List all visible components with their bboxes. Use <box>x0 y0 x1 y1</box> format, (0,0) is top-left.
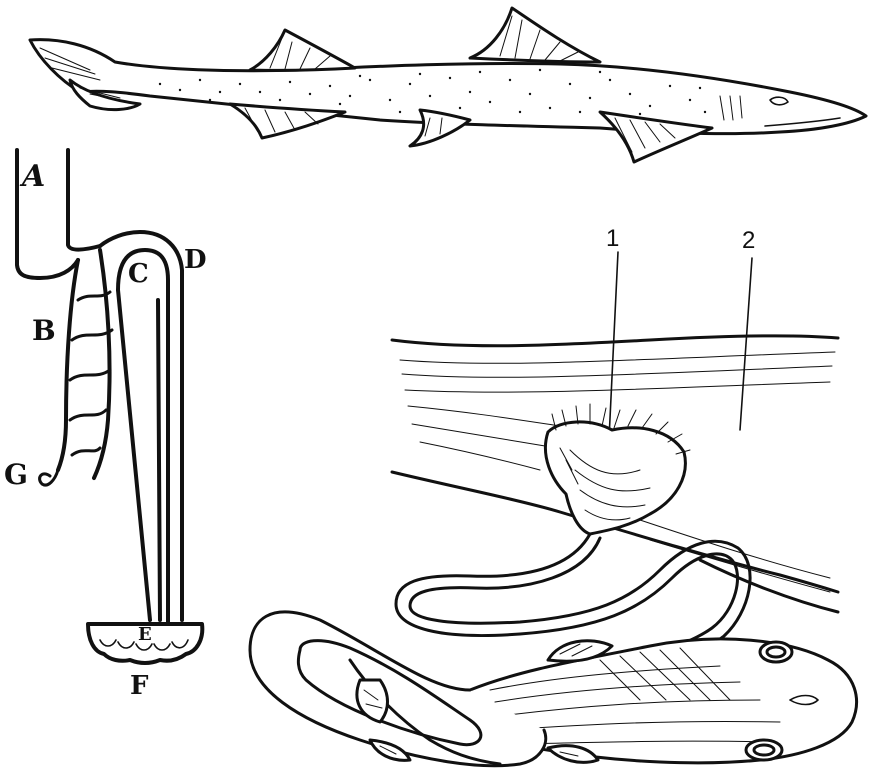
capsule-horn-lower <box>746 740 782 760</box>
seaweed-attachment-illustration: 1 2 <box>250 225 857 766</box>
oviduct-right-wall <box>68 150 100 250</box>
label-c: C <box>128 259 149 289</box>
stalk-right-edge <box>158 300 160 620</box>
label-a: A <box>19 159 45 194</box>
callout-number-1: 1 <box>606 225 619 252</box>
label-e: E <box>138 624 152 645</box>
label-b: B <box>32 314 56 347</box>
label-d: D <box>184 245 207 275</box>
label-f: F <box>130 671 149 701</box>
callout-number-2: 2 <box>742 227 755 254</box>
attachment-tuft <box>545 422 685 534</box>
tendril-curl <box>40 470 58 485</box>
shell-gland-left-edge <box>58 260 78 470</box>
shark-first-dorsal-fin <box>470 8 600 62</box>
leader-line-2 <box>740 258 752 430</box>
shell-gland-right-edge <box>94 250 110 478</box>
label-g: G <box>4 458 28 491</box>
shark-illustration <box>30 8 866 162</box>
capsule-horn-upper <box>760 642 792 662</box>
stalk-left-edge <box>118 290 150 620</box>
egg-capsule-diagram: A B C D E F G <box>4 150 207 701</box>
algae-strand-top-edge <box>392 336 838 346</box>
